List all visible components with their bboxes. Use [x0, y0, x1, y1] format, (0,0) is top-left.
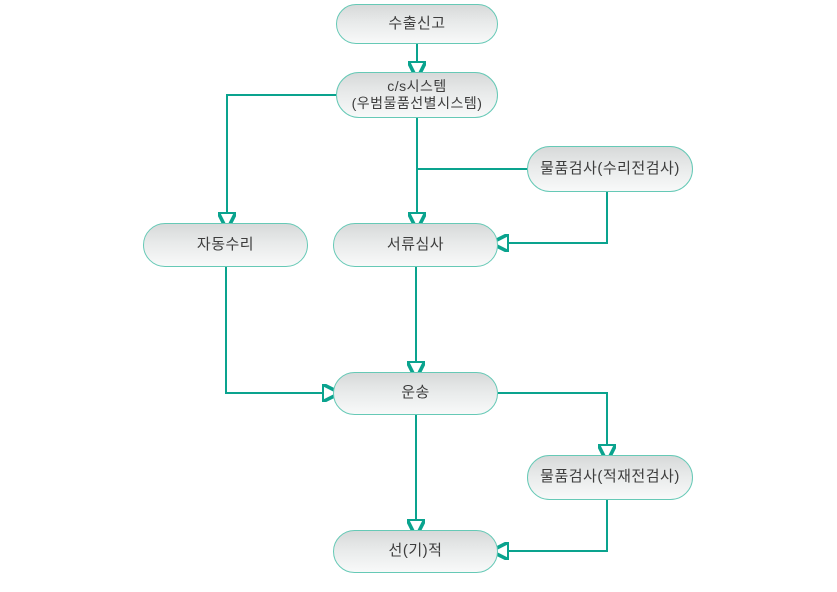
node-label: 선(기)적: [388, 542, 443, 560]
node-transport: 운송: [333, 372, 498, 415]
node-label: 서류심사: [386, 235, 445, 253]
edge-inspection-pre-to-docs: [507, 192, 608, 243]
node-auto-acceptance: 자동수리: [143, 223, 308, 267]
node-cs-system: c/s시스템 (우범물품선별시스템): [336, 72, 498, 118]
node-label: 운송: [401, 384, 430, 402]
node-label: c/s시스템: [387, 77, 447, 94]
node-label: 물품검사(적재전검사): [540, 468, 680, 486]
node-shipment-loading: 선(기)적: [333, 530, 498, 573]
node-goods-inspection-pre-loading: 물품검사(적재전검사): [527, 455, 693, 500]
edge-inspection-load-to-shipment: [507, 500, 608, 551]
node-label: 물품검사(수리전검사): [540, 159, 680, 177]
node-goods-inspection-pre-acceptance: 물품검사(수리전검사): [527, 146, 693, 192]
edge-auto-to-transport: [225, 267, 324, 393]
node-export-declaration: 수출신고: [336, 4, 498, 44]
node-label: 수출신고: [388, 14, 446, 32]
node-label: 자동수리: [196, 235, 255, 253]
node-sublabel: (우범물품선별시스템): [351, 95, 483, 111]
node-document-review: 서류심사: [333, 223, 498, 267]
edge-transport-to-inspection-load: [498, 392, 607, 446]
edge-cs-to-auto: [227, 94, 336, 214]
